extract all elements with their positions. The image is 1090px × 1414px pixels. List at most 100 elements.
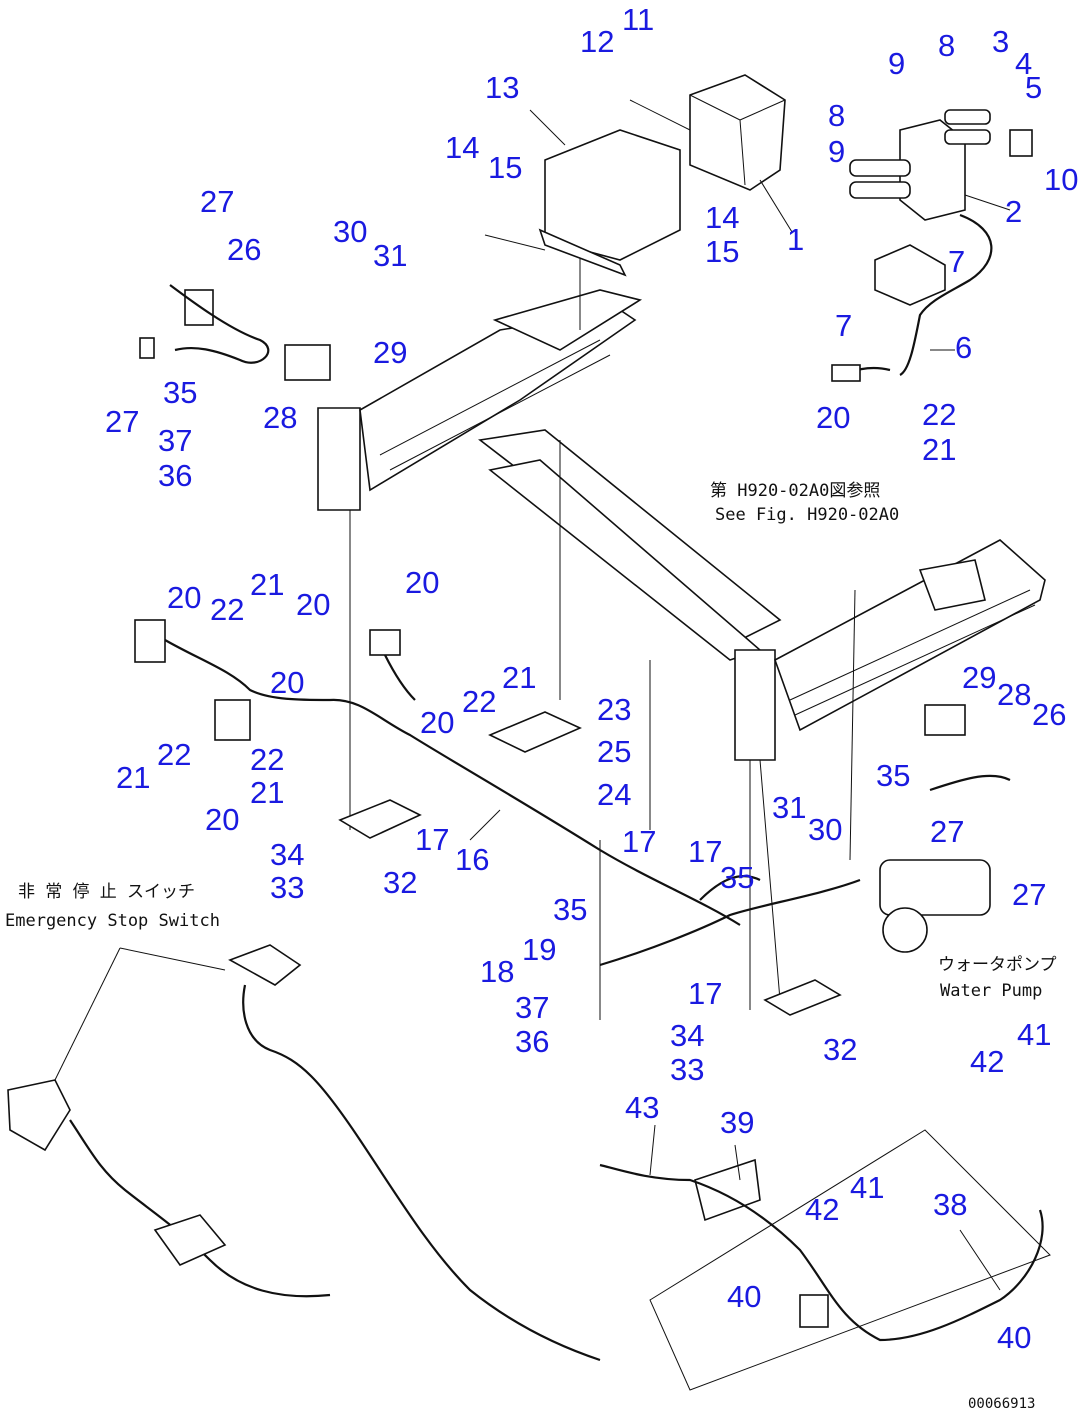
leader-lines — [469, 109, 1011, 1291]
callout-35b: 35 — [876, 758, 910, 793]
water-pump-jp: ウォータポンプ — [938, 955, 1057, 975]
callout-20c: 20 — [270, 665, 304, 700]
callout-28a: 28 — [263, 400, 297, 435]
callout-28b: 28 — [997, 677, 1031, 712]
callout-9b: 9 — [828, 134, 845, 169]
callout-23: 23 — [597, 692, 631, 727]
callout-22a: 22 — [210, 592, 244, 627]
callout-34a: 34 — [270, 837, 304, 872]
callout-17b: 17 — [622, 824, 656, 859]
callout-7b: 7 — [835, 308, 852, 343]
harness-water-pump — [599, 704, 1011, 967]
callout-22e: 22 — [922, 397, 956, 432]
callout-21b: 21 — [502, 660, 536, 695]
relay-block — [831, 109, 1033, 382]
callout-41b: 41 — [850, 1170, 884, 1205]
callout-30a: 30 — [333, 214, 367, 249]
callout-32b: 32 — [823, 1032, 857, 1067]
callout-27b: 27 — [105, 404, 139, 439]
callout-5: 5 — [1025, 70, 1042, 105]
callout-33b: 33 — [670, 1052, 704, 1087]
callout-8a: 8 — [938, 28, 955, 63]
callout-38: 38 — [933, 1187, 967, 1222]
callout-16: 16 — [455, 842, 489, 877]
harness-middle-left — [134, 619, 842, 1016]
callout-11: 11 — [622, 2, 654, 37]
water-pump-en: Water Pump — [940, 981, 1042, 1001]
callout-24: 24 — [597, 777, 631, 812]
callout-20f: 20 — [205, 802, 239, 837]
callout-34b: 34 — [670, 1018, 704, 1053]
callout-37b: 37 — [515, 990, 549, 1025]
callout-12: 12 — [580, 24, 614, 59]
callout-6: 6 — [955, 330, 972, 365]
callout-27c: 27 — [930, 814, 964, 849]
callout-labels: 1 2 3 4 5 6 7 7 8 8 9 9 10 11 12 13 14 1… — [105, 2, 1078, 1355]
callout-4: 4 — [1015, 46, 1032, 81]
emergency-stop-jp: 非 常 停 止 スイッチ — [18, 882, 195, 902]
callout-35c: 35 — [720, 860, 754, 895]
callout-19: 19 — [522, 932, 556, 967]
callout-25: 25 — [597, 734, 631, 769]
emergency-stop-en: Emergency Stop Switch — [5, 911, 220, 931]
callout-26a: 26 — [227, 232, 261, 267]
callout-17a: 17 — [415, 822, 449, 857]
callout-40b: 40 — [997, 1320, 1031, 1355]
callout-27d: 27 — [1012, 877, 1046, 912]
callout-39: 39 — [720, 1105, 754, 1140]
callout-9a: 9 — [888, 46, 905, 81]
callout-7a: 7 — [948, 244, 965, 279]
harness-top-left — [139, 284, 331, 381]
callout-20g: 20 — [816, 400, 850, 435]
callout-41a: 41 — [1017, 1017, 1051, 1052]
callout-20a: 20 — [167, 580, 201, 615]
callout-22c: 22 — [157, 737, 191, 772]
callout-14b: 14 — [705, 200, 739, 235]
callout-43: 43 — [625, 1090, 659, 1125]
callout-36b: 36 — [515, 1024, 549, 1059]
callout-20d: 20 — [405, 565, 439, 600]
callout-27a: 27 — [200, 184, 234, 219]
see-fig-en: See Fig. H920-02A0 — [715, 505, 899, 525]
callout-40a: 40 — [727, 1279, 761, 1314]
callout-20e: 20 — [420, 705, 454, 740]
callout-36a: 36 — [158, 458, 192, 493]
callout-31a: 31 — [373, 238, 407, 273]
callout-29a: 29 — [373, 335, 407, 370]
callout-22d: 22 — [250, 742, 284, 777]
callout-21a: 21 — [250, 567, 284, 602]
battery-box-cover — [484, 74, 786, 277]
callout-21d: 21 — [250, 775, 284, 810]
callout-8b: 8 — [828, 98, 845, 133]
callout-13: 13 — [485, 70, 519, 105]
main-frame — [317, 250, 1046, 1020]
reference-notes: 第 H920-02A0図参照 See Fig. H920-02A0 非 常 停 … — [5, 481, 1057, 1412]
callout-35d: 35 — [553, 892, 587, 927]
callout-21c: 21 — [116, 760, 150, 795]
callout-29b: 29 — [962, 660, 996, 695]
harness-lower-right — [599, 1129, 1051, 1391]
callout-15b: 15 — [705, 234, 739, 269]
callout-20b: 20 — [296, 587, 330, 622]
callout-31b: 31 — [772, 790, 806, 825]
callout-32a: 32 — [383, 865, 417, 900]
callout-21e: 21 — [922, 432, 956, 467]
callout-22b: 22 — [462, 684, 496, 719]
callout-33a: 33 — [270, 870, 304, 905]
callout-30b: 30 — [808, 812, 842, 847]
callout-15a: 15 — [488, 150, 522, 185]
callout-2: 2 — [1005, 194, 1022, 229]
callout-17c: 17 — [688, 834, 722, 869]
callout-35a: 35 — [163, 375, 197, 410]
callout-14a: 14 — [445, 130, 479, 165]
callout-3: 3 — [992, 24, 1009, 59]
callout-42a: 42 — [970, 1044, 1004, 1079]
callout-17d: 17 — [688, 976, 722, 1011]
drawing-code: 00066913 — [968, 1396, 1035, 1412]
callout-18: 18 — [480, 954, 514, 989]
emergency-stop-harness — [7, 944, 601, 1362]
callout-26b: 26 — [1032, 697, 1066, 732]
see-fig-jp: 第 H920-02A0図参照 — [710, 481, 880, 501]
callout-37a: 37 — [158, 423, 192, 458]
